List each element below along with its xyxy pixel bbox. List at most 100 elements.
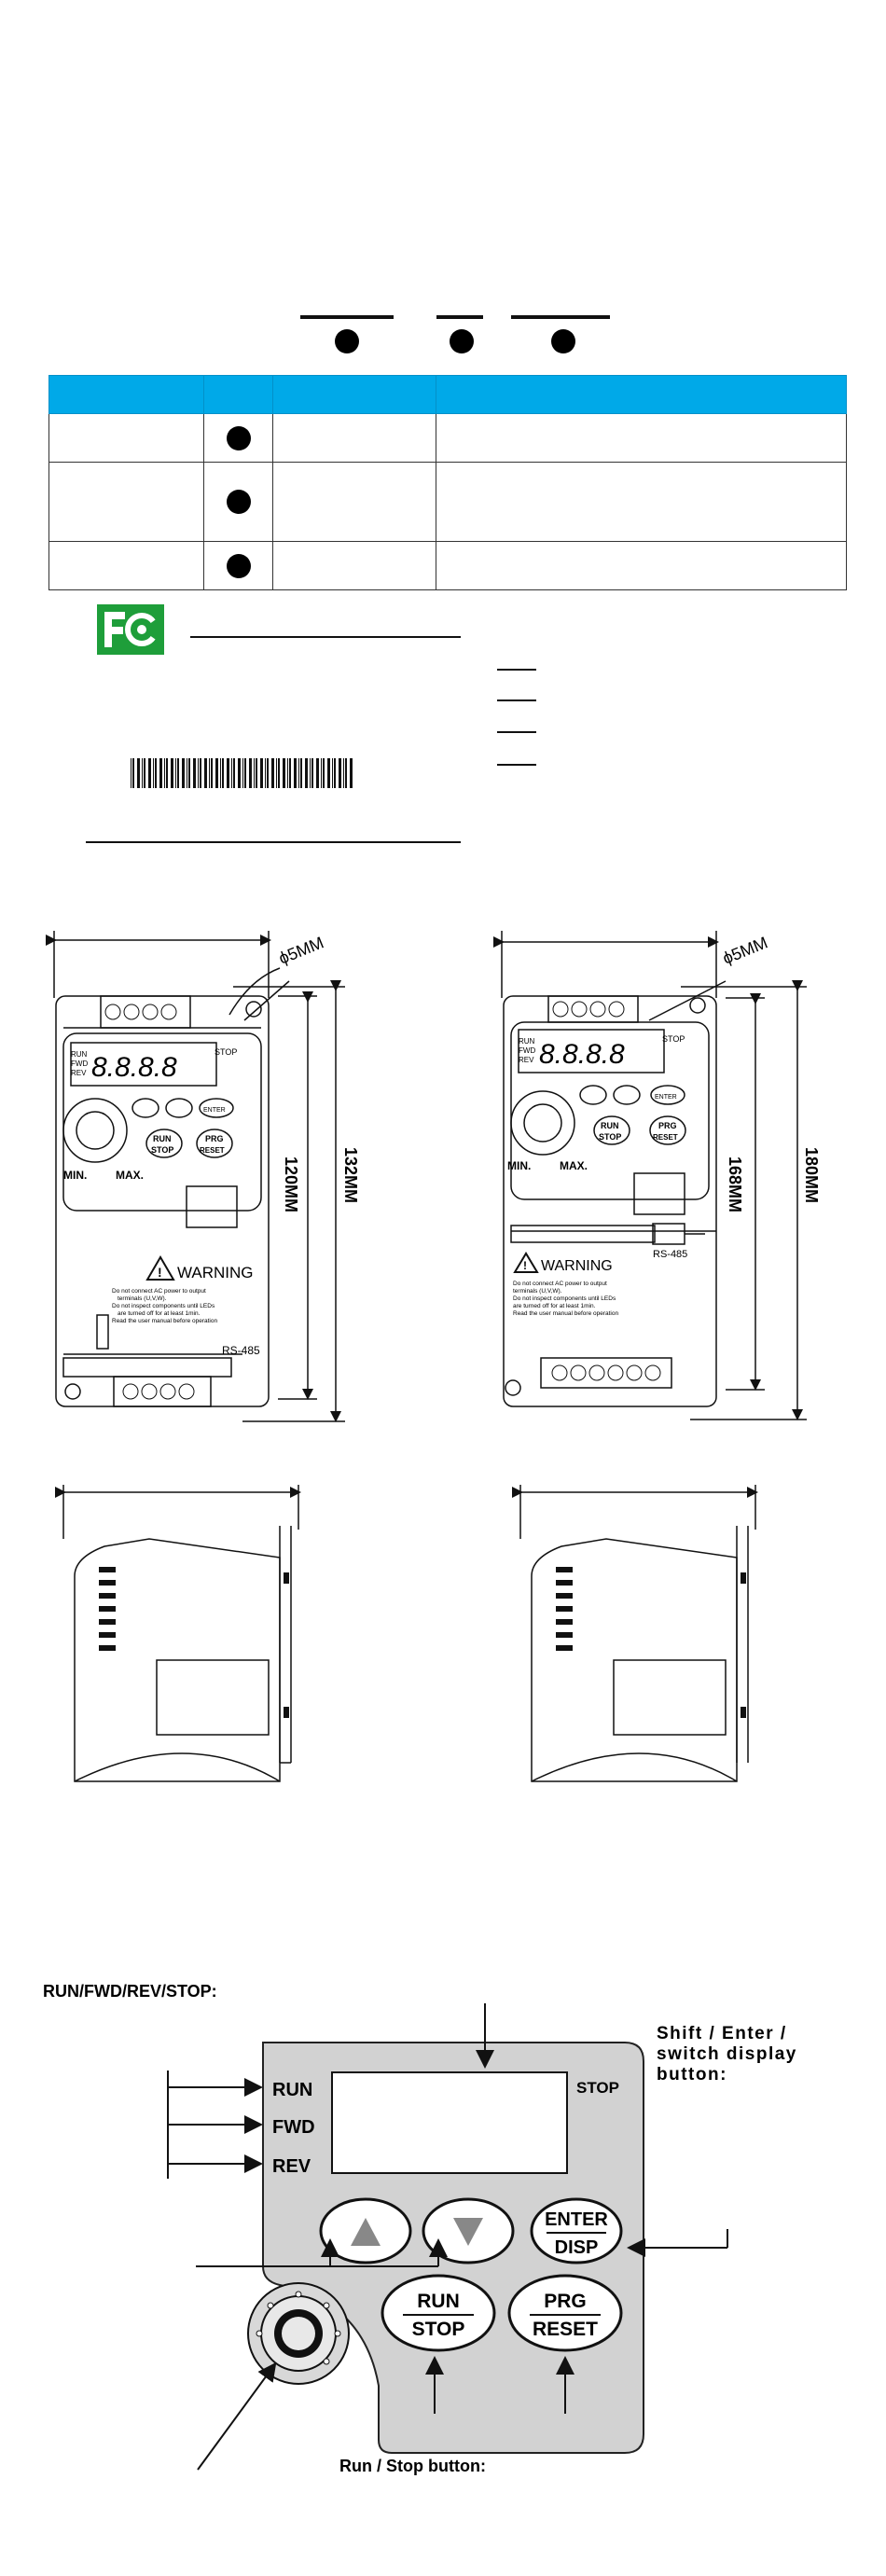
model-code-bar-2: [436, 315, 483, 319]
barcode-bar: [222, 758, 224, 788]
barcode-bar: [310, 758, 311, 788]
barcode-bar: [265, 758, 266, 788]
run-stop-button[interactable]: [381, 2274, 496, 2352]
keypad-section-title: RUN/FWD/REV/STOP:: [43, 1982, 217, 2001]
large-warn-line-1: Do not connect AC power to output: [513, 1281, 607, 1287]
barcode-bar: [305, 758, 308, 788]
barcode-bar: [287, 758, 288, 788]
table-header-row: [48, 375, 847, 414]
large-diameter-label: ϕ5MM: [720, 933, 770, 967]
small-run-btn-text: RUN: [153, 1134, 172, 1143]
barcode-bar: [238, 758, 241, 788]
small-run-text: RUN: [71, 1050, 88, 1059]
run-indicator-label: RUN: [272, 2080, 312, 2100]
large-warn-line-5: Read the user manual before operation: [513, 1310, 618, 1317]
small-warning-text: WARNING: [177, 1264, 254, 1281]
model-code-dot-3: [551, 329, 575, 353]
small-drive-front: RUN FWD REV 8.8.8.8 STOP ENTER RUN STOP …: [46, 931, 360, 1422]
large-run-text: RUN: [519, 1037, 535, 1046]
barcode-bar: [144, 758, 145, 788]
barcode-bar: [211, 758, 213, 788]
barcode-bar: [204, 758, 207, 788]
disp-label: DISP: [555, 2237, 599, 2258]
barcode-bar: [327, 758, 330, 788]
barcode-bar: [289, 758, 291, 788]
table-row: [48, 413, 847, 463]
table-row: [48, 541, 847, 590]
barcode-bar: [271, 758, 274, 788]
shift-caption-3: button:: [657, 2065, 727, 2084]
barcode-bar: [294, 758, 297, 788]
small-diameter-label: ϕ5MM: [276, 933, 326, 967]
barcode-bar: [166, 758, 168, 788]
barcode-bar: [159, 758, 162, 788]
nameplate-line-4: [497, 731, 536, 733]
potentiometer-knob[interactable]: [247, 2282, 350, 2385]
barcode-bar: [233, 758, 235, 788]
barcode-bar: [193, 758, 196, 788]
small-outer-height-label: 132MM: [341, 1147, 360, 1203]
keypad-diagram: RUN FWD REV STOP ENTER DISP RUN STOP PRG…: [167, 2003, 796, 2475]
fc-logo: [97, 604, 164, 655]
large-reset-text: RESET: [653, 1133, 678, 1142]
large-stop-btn-text: STOP: [599, 1132, 621, 1142]
small-display-text: 8.8.8.8: [91, 1052, 177, 1083]
enter-disp-button[interactable]: [530, 2197, 623, 2264]
barcode-bar: [231, 758, 232, 788]
barcode-bar: [137, 758, 140, 788]
barcode-bar: [343, 758, 344, 788]
barcode-bar: [300, 758, 302, 788]
barcode-bar: [334, 758, 336, 788]
model-code-dot-1: [335, 329, 359, 353]
table-dot: [226, 553, 251, 578]
barcode-bar: [267, 758, 269, 788]
barcode-bar: [260, 758, 263, 788]
barcode-bar: [316, 758, 319, 788]
barcode-bar: [148, 758, 151, 788]
large-enter-text: ENTER: [655, 1094, 677, 1101]
barcode-bar: [175, 758, 176, 788]
prg-reset-button[interactable]: [507, 2274, 623, 2352]
fwd-indicator-label: FWD: [272, 2117, 315, 2138]
down-arrow-icon: [453, 2218, 483, 2246]
barcode-bar: [188, 758, 190, 788]
barcode-bar: [200, 758, 201, 788]
small-rev-text: REV: [71, 1069, 87, 1077]
large-rev-text: REV: [519, 1056, 534, 1064]
run-label: RUN: [417, 2291, 460, 2312]
barcode-bar: [321, 758, 322, 788]
table-row: [48, 462, 847, 542]
svg-text:!: !: [523, 1259, 527, 1272]
table-dot: [226, 425, 251, 450]
reset-label: RESET: [533, 2319, 598, 2340]
small-fwd-text: FWD: [71, 1059, 88, 1068]
stop-indicator-label: STOP: [576, 2079, 619, 2097]
model-code-bar-3: [511, 315, 610, 319]
large-max-text: MAX.: [560, 1159, 588, 1172]
keypad-display: [331, 2071, 568, 2174]
barcode-bar: [323, 758, 325, 788]
barcode-bar: [254, 758, 255, 788]
barcode-bar: [278, 758, 280, 788]
barcode-bar: [339, 758, 341, 788]
barcode-bar: [244, 758, 246, 788]
small-max-text: MAX.: [116, 1169, 144, 1182]
large-fwd-text: FWD: [519, 1046, 535, 1055]
svg-text:!: !: [158, 1265, 162, 1280]
barcode-bar: [153, 758, 154, 788]
spec-table: [48, 375, 847, 590]
small-prg-text: PRG: [205, 1134, 224, 1143]
table-dot: [226, 490, 251, 514]
nameplate-line-3: [497, 699, 536, 701]
prg-label: PRG: [544, 2291, 587, 2312]
small-warn-line-4: are turned off for at least 1min.: [118, 1310, 201, 1317]
nameplate-line-2: [497, 669, 536, 671]
barcode-bar: [177, 758, 179, 788]
barcode-bar: [131, 758, 132, 788]
barcode-bar: [215, 758, 218, 788]
small-enter-text: ENTER: [203, 1107, 226, 1114]
large-drive-side: [512, 1485, 758, 1782]
nameplate-line-5: [497, 764, 536, 766]
barcode-bar: [164, 758, 165, 788]
enter-label: ENTER: [545, 2209, 608, 2230]
